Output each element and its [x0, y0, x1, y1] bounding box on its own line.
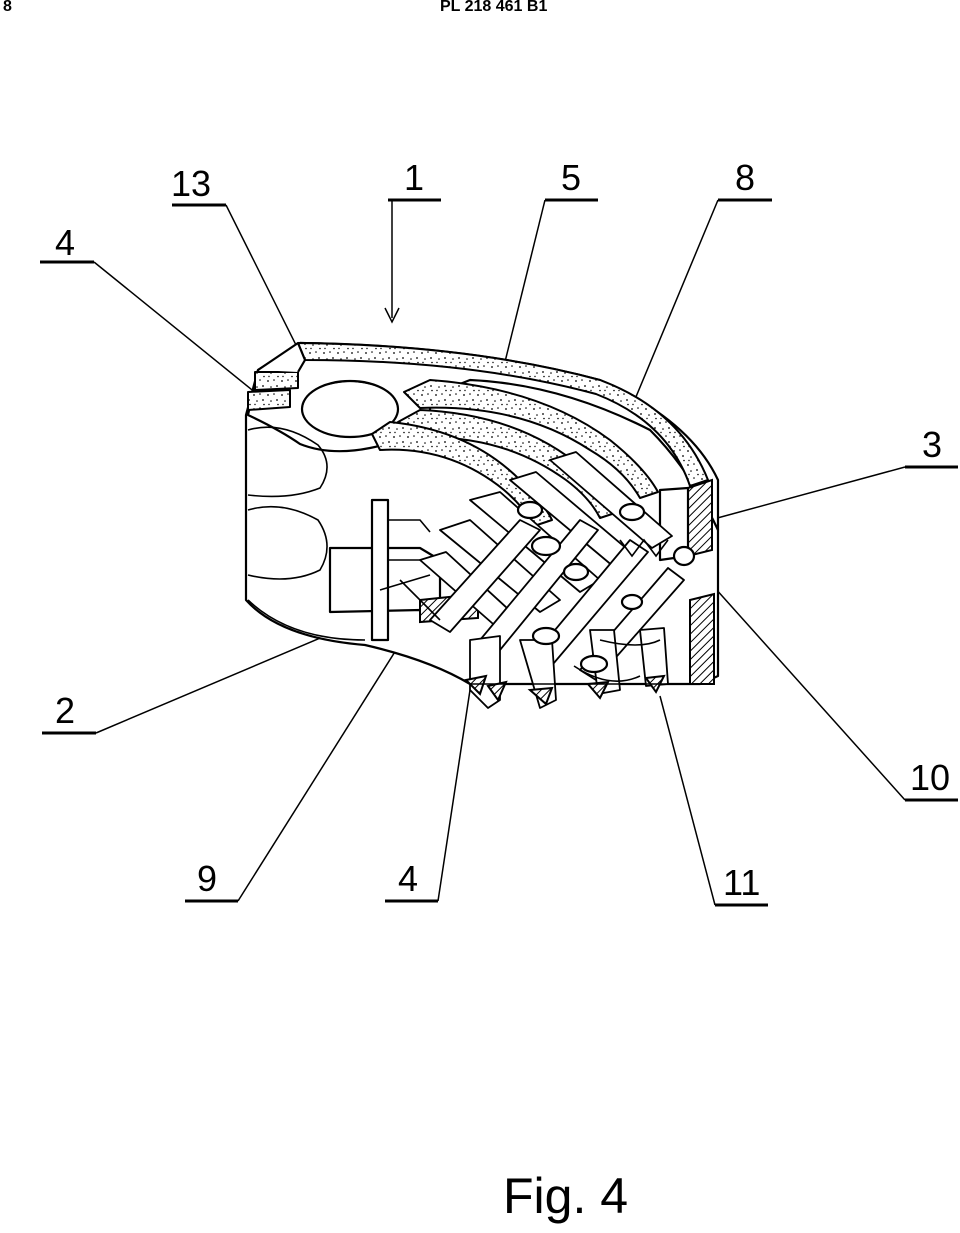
label-3-text: 3: [922, 424, 942, 465]
label-11-text: 11: [723, 862, 760, 903]
label-4-bottom: 4: [385, 689, 471, 903]
label-2: 2: [42, 621, 359, 735]
label-8-text: 8: [735, 157, 755, 198]
label-9-text: 9: [197, 858, 217, 899]
document-id: PL 218 461 B1: [440, 0, 548, 15]
label-5-text: 5: [561, 157, 581, 198]
label-5: 5: [499, 157, 598, 383]
label-11: 11: [659, 695, 768, 907]
label-10-text: 10: [910, 757, 950, 798]
page-number: 8: [3, 0, 12, 15]
label-13: 13: [171, 163, 316, 384]
abrasive-strip-outer: [297, 342, 709, 487]
label-2-text: 2: [55, 690, 75, 731]
label-10: 10: [705, 577, 958, 802]
figure-caption: Fig. 4: [503, 1168, 628, 1224]
label-1-text: 1: [404, 157, 424, 198]
strut-lattice: [379, 451, 700, 709]
abrasive-lamellae: [371, 379, 659, 527]
label-13-text: 13: [171, 163, 211, 204]
lower-block: [328, 498, 479, 642]
label-8: 8: [617, 157, 772, 441]
abrasive-block-left: [247, 341, 400, 439]
label-4-top-text: 4: [55, 222, 75, 263]
label-3: 3: [709, 424, 958, 521]
label-9: 9: [185, 611, 421, 903]
label-1: 1: [384, 157, 441, 324]
label-4-bottom-text: 4: [398, 858, 418, 899]
label-4-top: 4: [40, 222, 263, 399]
